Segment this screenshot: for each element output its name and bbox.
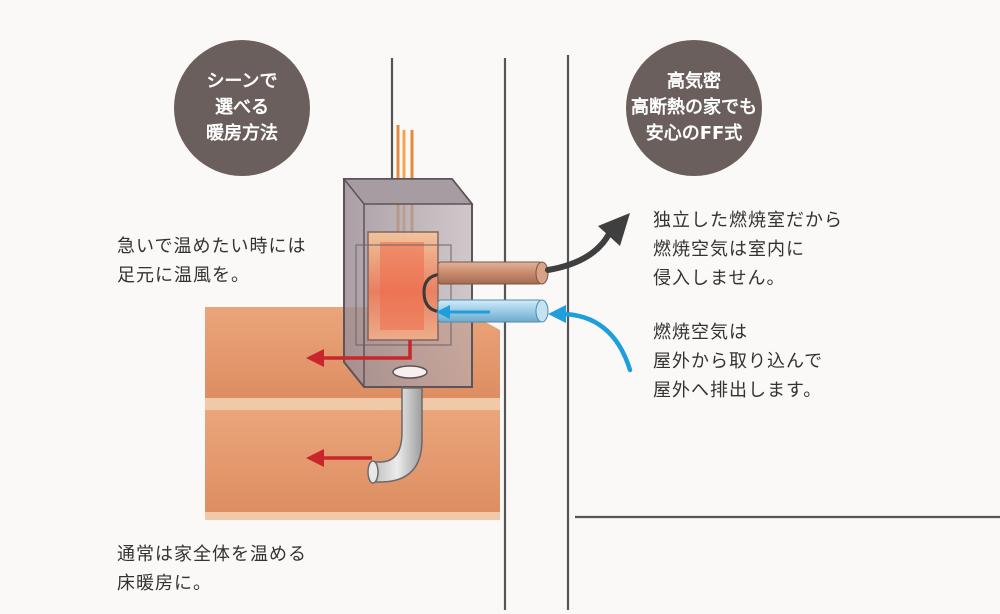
caption-line: 屋外から取り込んで xyxy=(653,351,824,372)
ff-safety-bubble: 高気密 高断熱の家でも 安心のFF式 xyxy=(626,40,762,176)
warm-air-caption: 急いで温めたい時には 足元に温風を。 xyxy=(117,232,306,290)
bubble-line: 選べる xyxy=(215,97,269,118)
exhaust-arrow xyxy=(545,213,630,273)
caption-line: 侵入しません。 xyxy=(653,268,786,289)
exhaust-pipe xyxy=(437,261,549,285)
bubble-line: 暖房方法 xyxy=(206,123,278,144)
caption-line: 屋外へ排出します。 xyxy=(653,380,823,401)
warm-air-arrow xyxy=(306,340,412,367)
lower-floor xyxy=(205,410,500,520)
internal-pipe xyxy=(422,272,446,314)
caption-line: 通常は家全体を温める xyxy=(117,544,307,565)
floor-duct xyxy=(367,387,423,484)
intake-arrow xyxy=(548,305,633,373)
exhaust-caption: 独立した燃焼室だから 燃焼空気は室内に 侵入しません。 xyxy=(653,206,843,293)
caption-line: 急いで温めたい時には xyxy=(117,236,307,257)
caption-line: 燃焼空気は室内に xyxy=(653,239,805,260)
room-walls xyxy=(390,55,1000,610)
heater-unit xyxy=(342,178,474,388)
scene-heating-bubble: シーンで 選べる 暖房方法 xyxy=(174,40,310,176)
floor-heating-arrow xyxy=(306,449,372,467)
bubble-line: 安心のFF式 xyxy=(645,123,743,144)
intake-pipe xyxy=(437,299,549,323)
caption-line: 足元に温風を。 xyxy=(117,265,250,286)
bubble-line: 高断熱の家でも xyxy=(631,97,757,118)
caption-line: 独立した燃焼室だから xyxy=(653,210,843,231)
bubble-line: シーンで xyxy=(206,71,278,92)
intake-caption: 燃焼空気は 屋外から取り込んで 屋外へ排出します。 xyxy=(653,318,823,405)
floor-heating-caption: 通常は家全体を温める 床暖房に。 xyxy=(117,540,307,598)
caption-line: 床暖房に。 xyxy=(117,573,212,594)
bubble-line: 高気密 xyxy=(667,71,721,92)
caption-line: 燃焼空気は xyxy=(653,322,748,343)
